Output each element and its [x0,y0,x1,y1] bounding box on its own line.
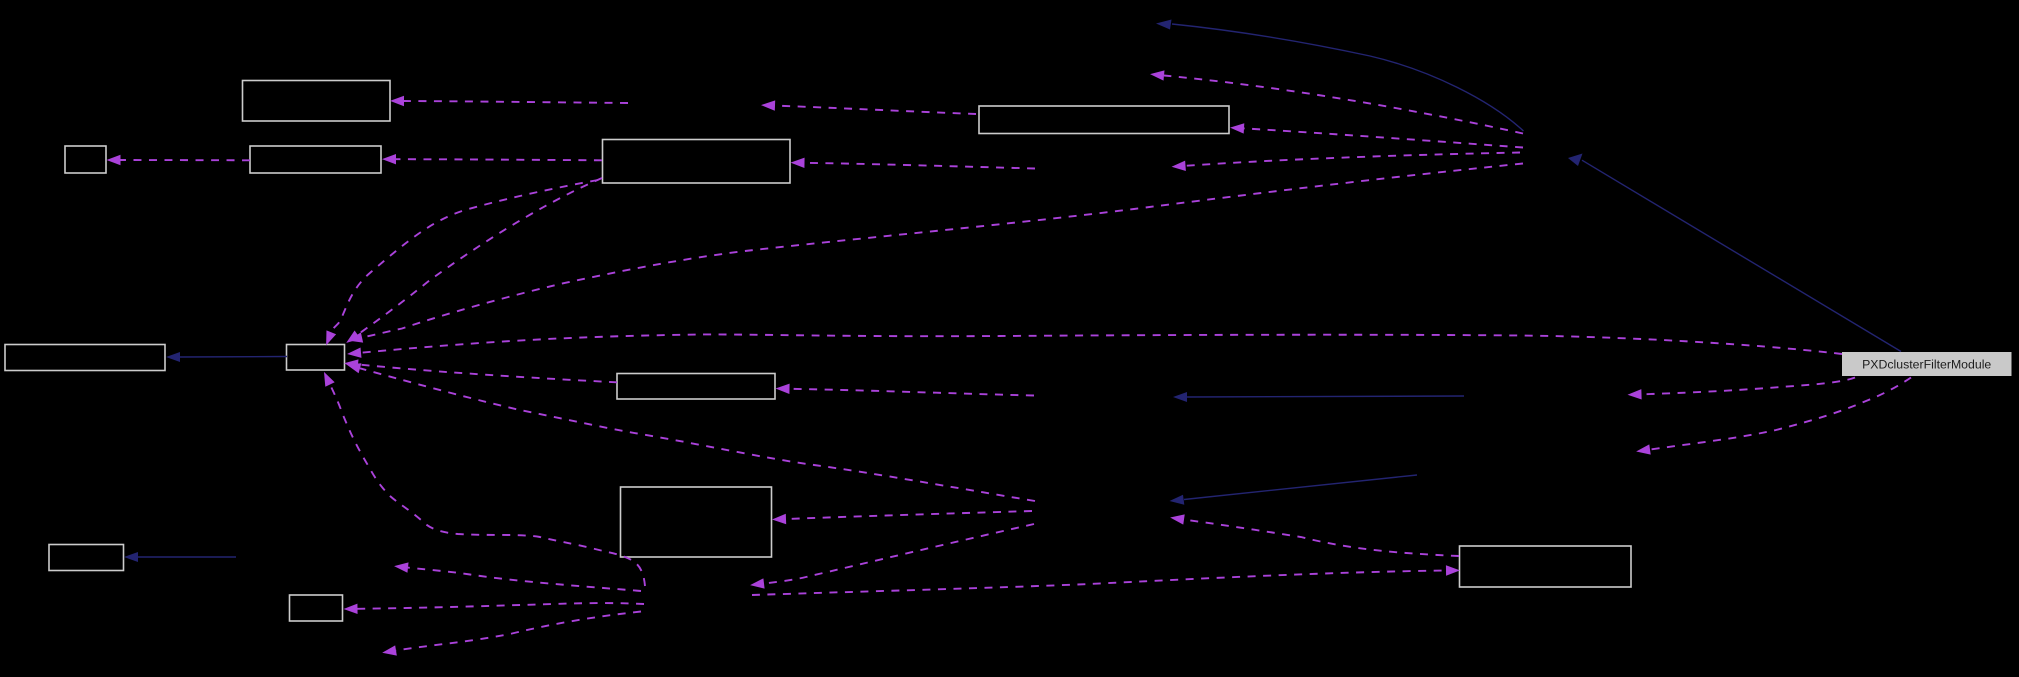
svg-text:PXDclusterFilterModule: PXDclusterFilterModule [1862,358,1991,372]
